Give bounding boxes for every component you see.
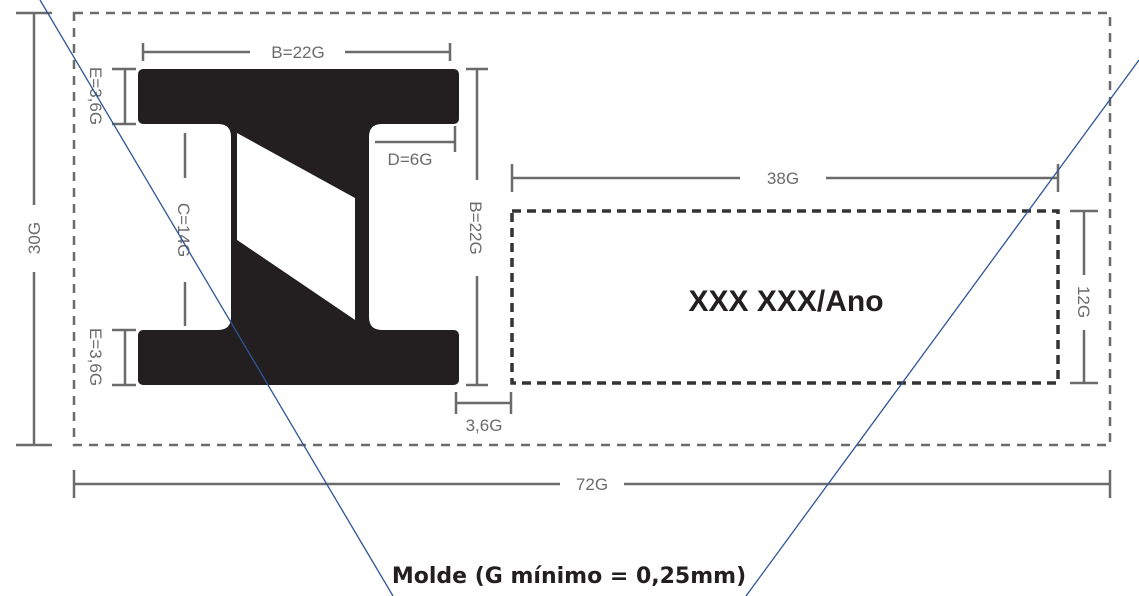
label-text-width: 38G: [767, 169, 799, 188]
dim-width-total: 72G: [72, 470, 1112, 498]
dim-gap: 3,6G: [454, 392, 513, 435]
dim-d: D=6G: [375, 126, 457, 169]
dim-b-right: B=22G: [466, 67, 488, 387]
logo-mark: [138, 69, 459, 385]
label-e-top: E=3,6G: [86, 67, 105, 125]
dim-c: C=14G: [174, 133, 193, 326]
plate-text: XXX XXX/Ano: [688, 285, 883, 318]
label-b-top: B=22G: [271, 43, 324, 62]
dim-text-width: 38G: [510, 164, 1060, 192]
logo-top-bar: [138, 69, 459, 124]
dim-b-top: B=22G: [141, 43, 452, 62]
dim-e-top: E=3,6G: [86, 67, 136, 126]
label-b-right: B=22G: [466, 201, 485, 254]
text-area-box: [510, 209, 1060, 385]
mold-outline: [72, 11, 1112, 447]
cross-line-left: [39, 0, 394, 596]
label-d: D=6G: [388, 150, 433, 169]
logo-black-band: [237, 240, 362, 330]
label-e-bottom: E=3,6G: [86, 328, 105, 386]
dim-height-total: 30G: [16, 11, 52, 447]
cross-line-right: [745, 59, 1139, 596]
label-width-total: 72G: [576, 475, 608, 494]
label-height-total: 30G: [25, 222, 44, 254]
label-text-height: 12G: [1074, 286, 1093, 318]
dim-e-bottom: E=3,6G: [86, 328, 136, 387]
logo-white-band: [237, 133, 355, 320]
caption: Molde (G mínimo = 0,25mm): [392, 564, 746, 589]
label-gap: 3,6G: [466, 416, 503, 435]
dim-text-height: 12G: [1070, 209, 1098, 385]
label-c: C=14G: [174, 203, 193, 257]
logo-bottom-bar: [138, 330, 459, 385]
